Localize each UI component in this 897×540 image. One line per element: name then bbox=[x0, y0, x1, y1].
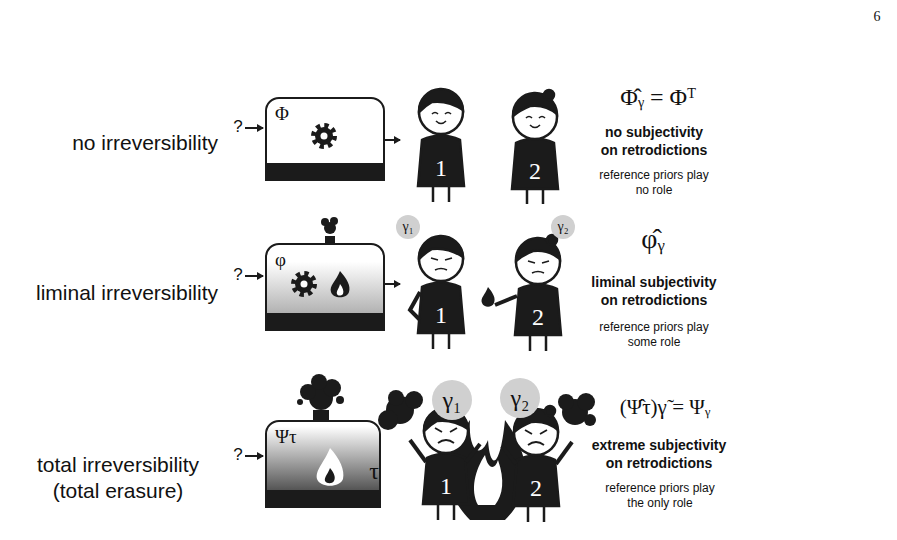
input-wire bbox=[245, 455, 263, 457]
channel-symbol: φ bbox=[275, 249, 286, 271]
smoke-large bbox=[297, 374, 344, 421]
subjectivity-note: no subjectivity on retrodictions bbox=[597, 124, 711, 159]
character-body: 1 bbox=[423, 458, 469, 504]
input-wire bbox=[245, 275, 263, 277]
character-angry bbox=[410, 408, 480, 520]
unknown-input: ? bbox=[231, 264, 245, 285]
prior-bubble: γ₁ bbox=[432, 380, 472, 420]
small-flame bbox=[482, 287, 495, 307]
box-base-band bbox=[267, 490, 379, 506]
row-label: liminal irreversibility bbox=[4, 280, 218, 306]
smoke-clouds bbox=[378, 390, 596, 430]
agent-number: 1 bbox=[418, 302, 464, 329]
formula: φ̂ᵧ bbox=[610, 221, 696, 256]
unknown-input: ? bbox=[231, 116, 245, 137]
output-wire bbox=[385, 139, 400, 141]
smoke-small bbox=[321, 217, 338, 244]
row-label: total irreversibility (total erasure) bbox=[18, 452, 218, 505]
row-label: no irreversibility bbox=[10, 130, 218, 156]
gear-icon bbox=[294, 274, 314, 294]
input-wire bbox=[245, 127, 263, 129]
prior-symbol: γ₁ bbox=[443, 387, 462, 414]
character-body: 1 bbox=[418, 140, 464, 186]
character-body: 2 bbox=[512, 143, 558, 189]
page-number: 6 bbox=[862, 8, 892, 26]
channel-symbol: Φ bbox=[275, 103, 289, 125]
flame-icon bbox=[331, 271, 350, 297]
time-symbol: τ bbox=[362, 456, 386, 486]
agent-number: 2 bbox=[512, 158, 558, 185]
channel-symbol: Ψτ bbox=[275, 426, 297, 448]
character-annoyed bbox=[410, 236, 464, 349]
character-angry bbox=[502, 406, 572, 522]
agent-number: 2 bbox=[513, 475, 559, 502]
box-base-band bbox=[267, 163, 383, 179]
character-annoyed bbox=[495, 235, 561, 351]
prior-note: reference priors play the only role bbox=[604, 481, 716, 511]
prior-note: reference priors play no role bbox=[596, 168, 712, 198]
prior-bubble: γ₁ bbox=[396, 215, 420, 239]
character-body: 1 bbox=[418, 287, 464, 333]
character-happy bbox=[418, 89, 464, 202]
output-wire bbox=[385, 283, 400, 285]
channel-box: Ψτ bbox=[265, 420, 381, 508]
prior-bubble: γ₂ bbox=[500, 378, 540, 418]
prior-symbol: γ₁ bbox=[402, 219, 413, 235]
channel-box: φ bbox=[265, 243, 385, 331]
formula: Φ̂ᵧ = Φᵀ bbox=[578, 82, 738, 112]
unknown-input: ? bbox=[231, 444, 245, 465]
agent-number: 1 bbox=[418, 155, 464, 182]
box-base-band bbox=[267, 313, 383, 329]
agent-number: 1 bbox=[423, 473, 469, 500]
channel-box: Φ bbox=[265, 97, 385, 181]
prior-note: reference priors play some role bbox=[586, 320, 722, 350]
big-flames bbox=[449, 420, 525, 520]
prior-symbol: γ₂ bbox=[511, 385, 530, 412]
character-happy bbox=[512, 90, 558, 204]
character-body: 2 bbox=[515, 289, 561, 335]
character-body: 2 bbox=[513, 460, 559, 506]
agent-number: 2 bbox=[515, 304, 561, 331]
prior-bubble: γ₂ bbox=[551, 215, 575, 239]
prior-symbol: γ₂ bbox=[557, 219, 568, 235]
flame-icon bbox=[317, 448, 344, 486]
subjectivity-note: liminal subjectivity on retrodictions bbox=[581, 274, 727, 309]
subjectivity-note: extreme subjectivity on retrodictions bbox=[582, 437, 736, 472]
gear-icon bbox=[314, 126, 334, 146]
formula: (Ψ̂τ)γ̃ = Ψᵧ bbox=[580, 394, 750, 420]
